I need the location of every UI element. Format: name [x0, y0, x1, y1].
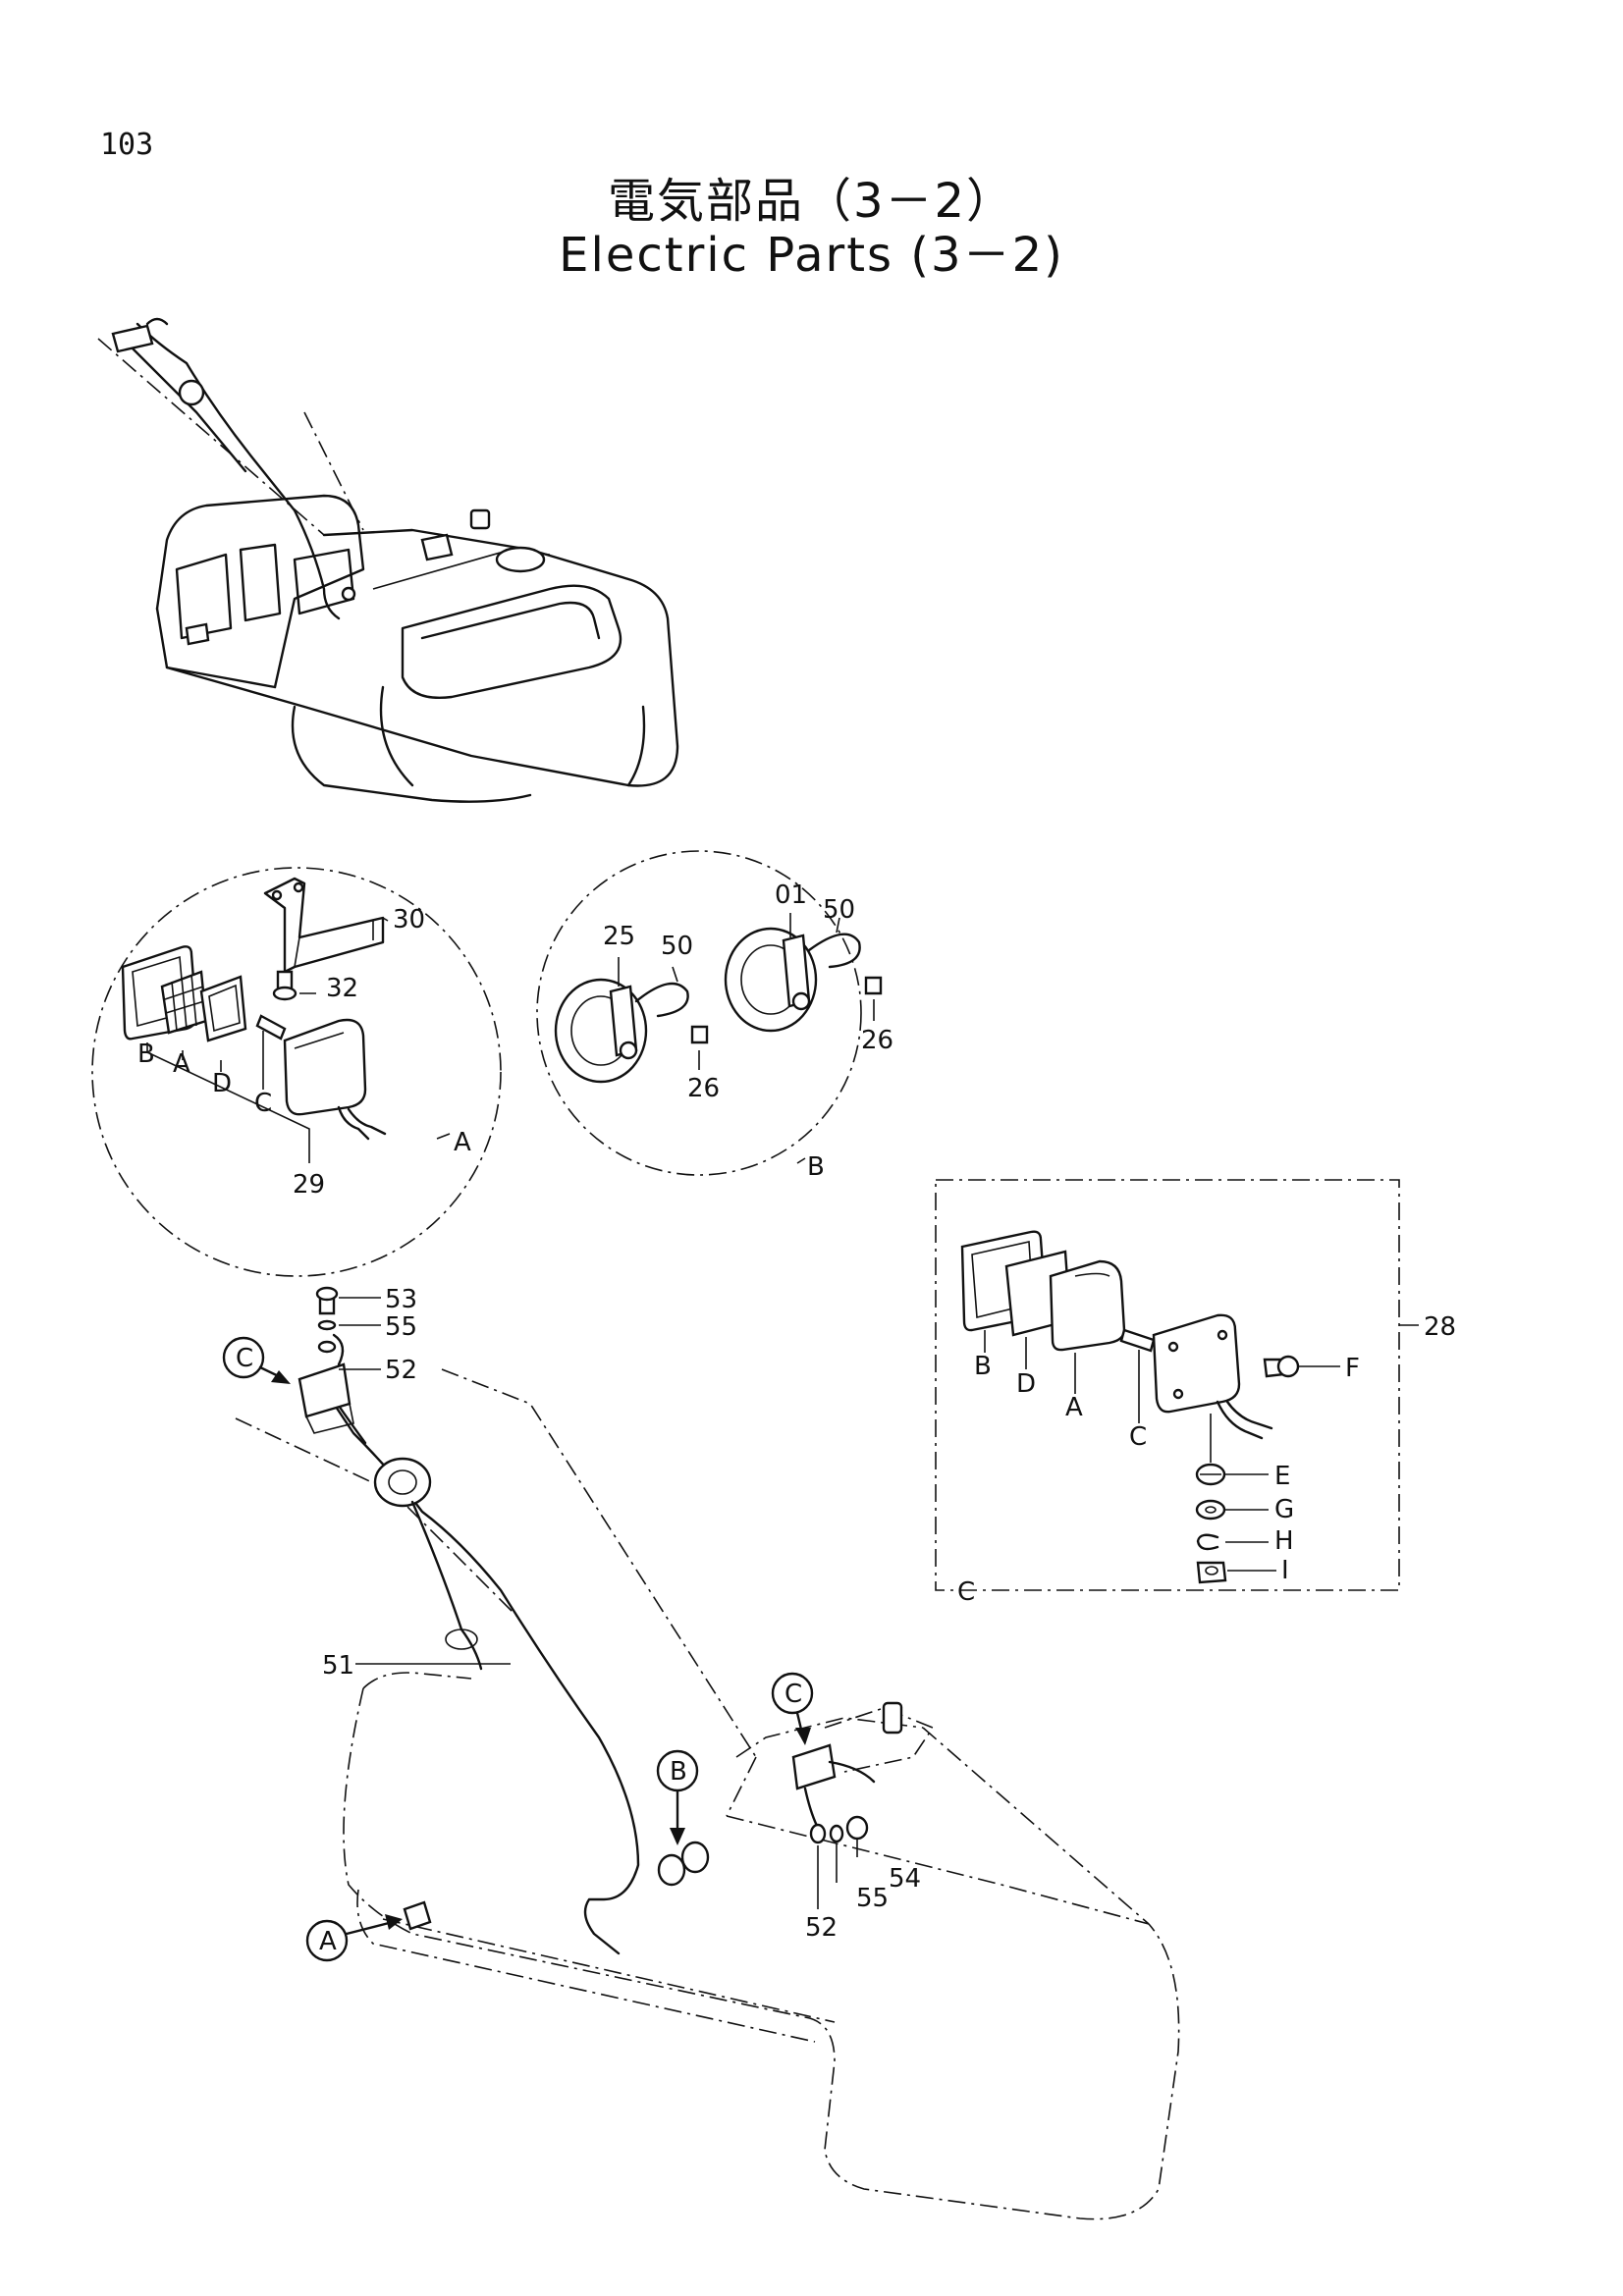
callout-a-30: 30 — [393, 905, 425, 934]
callout-b-50-left: 50 — [661, 932, 693, 961]
callout-55-right: 55 — [856, 1884, 889, 1913]
callout-a-29: 29 — [293, 1170, 325, 1200]
callout-c-i: I — [1281, 1556, 1289, 1585]
callout-c-28: 28 — [1424, 1312, 1456, 1342]
detail-a — [91, 867, 502, 1277]
detail-b-label: B — [807, 1152, 825, 1182]
callout-a-a: A — [173, 1049, 190, 1079]
callout-b-50-right: 50 — [823, 895, 855, 925]
ref-a: A — [319, 1927, 337, 1956]
callout-c-f: F — [1345, 1354, 1360, 1383]
callout-b-25: 25 — [603, 922, 635, 951]
detail-c — [935, 1179, 1419, 1591]
ref-c-right: C — [784, 1680, 802, 1709]
callout-a-c: C — [254, 1089, 272, 1118]
callout-54: 54 — [889, 1864, 921, 1894]
callout-c-h: H — [1274, 1526, 1294, 1556]
callout-b-26-left: 26 — [687, 1074, 720, 1103]
callout-c-a: A — [1065, 1393, 1083, 1422]
callout-c-e: E — [1274, 1462, 1290, 1491]
callout-a-32: 32 — [326, 974, 358, 1003]
callout-b-01: 01 — [775, 881, 807, 910]
callout-c-c: C — [1129, 1422, 1147, 1452]
callout-a-b: B — [137, 1040, 155, 1069]
callout-c-g: G — [1274, 1495, 1294, 1524]
callout-b-26-right: 26 — [861, 1026, 893, 1055]
callout-53: 53 — [385, 1285, 417, 1314]
main-view — [222, 1286, 1180, 2220]
ref-c-left: C — [236, 1344, 253, 1373]
detail-a-label: A — [454, 1128, 471, 1157]
excavator-overview — [97, 317, 679, 803]
callout-c-b: B — [974, 1352, 992, 1381]
callout-52-left: 52 — [385, 1356, 417, 1385]
callout-a-d: D — [212, 1069, 232, 1098]
callout-c-d: D — [1016, 1369, 1036, 1399]
title-english: Electric Parts (3－2) — [559, 228, 1064, 283]
callout-52-right: 52 — [805, 1913, 838, 1943]
page-number: 103 — [100, 128, 154, 162]
callout-51: 51 — [322, 1651, 354, 1681]
detail-c-label: C — [957, 1577, 975, 1607]
callout-55-left: 55 — [385, 1312, 417, 1342]
ref-b: B — [670, 1757, 687, 1787]
detail-b — [536, 850, 883, 1176]
title-japanese: 電気部品（3－2） — [607, 174, 1016, 229]
